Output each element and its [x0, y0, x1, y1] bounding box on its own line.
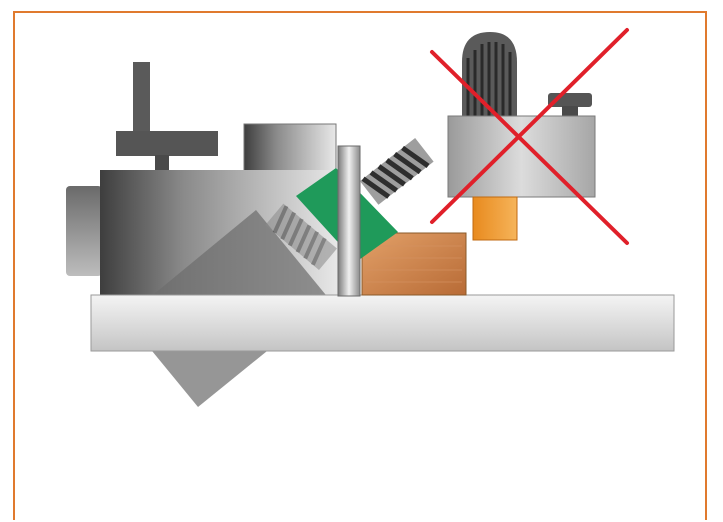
auger-bit-icon [359, 138, 434, 205]
upper-housing [243, 123, 337, 173]
handwheel-icon [116, 62, 218, 173]
work-table [90, 294, 675, 352]
ghost-auger-icon [265, 203, 337, 271]
end-cap [66, 186, 102, 276]
red-x-icon [430, 28, 629, 245]
vertical-rod [337, 145, 361, 297]
